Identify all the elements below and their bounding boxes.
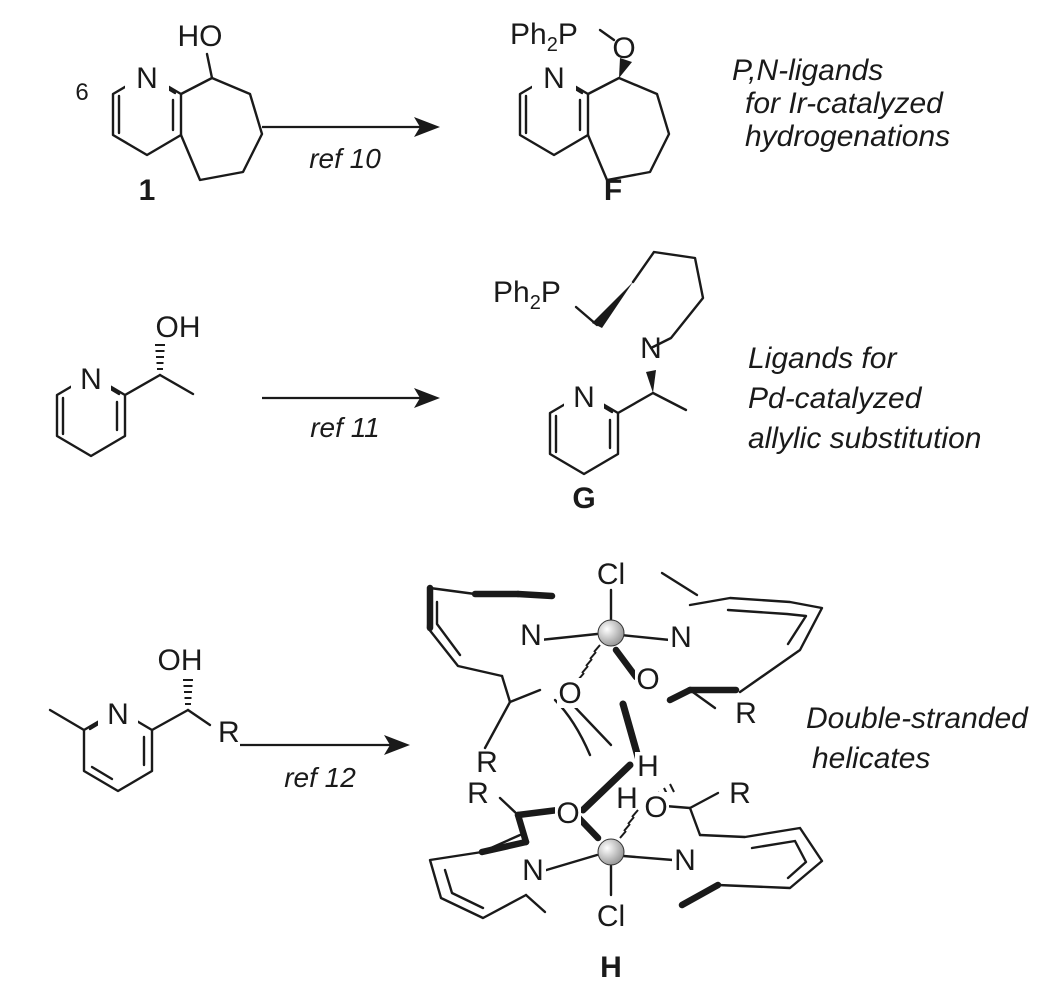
- compound-F-stereo-wedge: [619, 58, 632, 78]
- helicate-r-bottom-right: R: [729, 777, 751, 810]
- helicate-H-label: H: [600, 951, 622, 984]
- helicate-oxygen-bottom-left: O: [556, 797, 579, 830]
- pyridyl-ethanol-structure: [55, 344, 195, 458]
- arrowhead-1: [414, 117, 440, 137]
- compound-G-amine-nitrogen: N: [640, 332, 662, 365]
- compound-G-stereo-wedge-1: [646, 370, 656, 393]
- helicate-nitrogen-bottom-left: N: [522, 854, 544, 887]
- helicate-oxygen-bottom-right: O: [644, 791, 667, 824]
- compound-1-hydroxyl: HO: [178, 20, 223, 53]
- methylpyridyl-substituent-r: R: [218, 716, 240, 749]
- row-1-description-line-3: hydrogenations: [745, 120, 950, 153]
- row-2-description-line-1: Ligands for: [748, 342, 897, 375]
- methylpyridyl-carbinol-structure: [48, 679, 212, 793]
- metal-center-top: [597, 619, 625, 647]
- helicate-nitrogen-bottom-right: N: [674, 844, 696, 877]
- compound-F-nitrogen: N: [543, 62, 565, 95]
- compound-G-structure: [548, 250, 705, 476]
- row-1-description-line-1: P,N-ligands: [732, 54, 883, 87]
- helicate-H-structure: [426, 571, 824, 920]
- compound-F-oxygen: O: [612, 32, 635, 65]
- helicate-oxygen-top-left: O: [558, 677, 581, 710]
- helicate-hydrogen-upper: H: [637, 750, 659, 783]
- helicate-chloride-top: Cl: [597, 558, 625, 591]
- methylpyridyl-nitrogen: N: [107, 698, 129, 731]
- row-2-description-line-3: allylic substitution: [748, 422, 981, 455]
- compound-G-stereo-wedge-2: [592, 282, 633, 328]
- row-3: N OH R ref 12: [48, 558, 1029, 984]
- pyridyl-ethanol-nitrogen: N: [80, 363, 102, 396]
- metal-center-bottom: [597, 838, 625, 866]
- compound-F-phosphine-group: Ph2P: [510, 18, 578, 56]
- condition-ref-11: ref 11: [310, 412, 380, 443]
- row-2: N OH ref 11 N N Ph2P G Ligands for Pd-ca…: [55, 250, 981, 515]
- helicate-chloride-bottom: Cl: [597, 900, 625, 933]
- top-hash-n-o: [577, 644, 601, 681]
- row-3-description-line-1: Double-stranded: [806, 702, 1029, 735]
- compound-G-phosphine-group: Ph2P: [493, 276, 561, 314]
- condition-ref-12: ref 12: [284, 762, 356, 793]
- stereo-hash-bond: [155, 344, 165, 370]
- compound-1-nitrogen: N: [136, 62, 158, 95]
- helicate-r-top-left: R: [476, 746, 498, 779]
- row-1-description-line-2: for Ir-catalyzed: [745, 87, 944, 120]
- bridge-bond-2: [579, 761, 634, 814]
- compound-1-label: 1: [139, 174, 156, 207]
- helicate-r-bottom-left: R: [467, 777, 489, 810]
- compound-G-label: G: [572, 482, 595, 515]
- helicate-oxygen-top-right: O: [636, 663, 659, 696]
- pyridyl-ethanol-hydroxyl: OH: [156, 311, 201, 344]
- row-1: N HO 6 1 ref 10 N O Ph2P F P,N-ligands f…: [75, 18, 950, 207]
- helicate-hydrogen-lower: H: [616, 782, 638, 815]
- compound-G-pyridine-nitrogen: N: [573, 381, 595, 414]
- compound-F-structure: [518, 28, 671, 182]
- helicate-nitrogen-top-right: N: [670, 621, 692, 654]
- row-3-description-line-2: helicates: [812, 742, 930, 775]
- row-2-description-line-2: Pd-catalyzed: [748, 382, 923, 415]
- condition-ref-10: ref 10: [309, 143, 381, 174]
- helicate-r-top-right: R: [735, 697, 757, 730]
- compound-1-position-label: 6: [75, 79, 88, 106]
- stereo-hash-bond-2: [183, 679, 193, 705]
- arrowhead-3: [384, 735, 410, 755]
- helicate-nitrogen-top-left: N: [520, 619, 542, 652]
- methylpyridyl-hydroxyl: OH: [158, 644, 203, 677]
- helicate-H-atom-labels: Cl N N O O R R H H R R O O N N Cl: [467, 558, 757, 933]
- compound-F-label: F: [604, 174, 622, 207]
- bottom-hash-o: [619, 809, 639, 839]
- arrowhead-2: [414, 388, 440, 408]
